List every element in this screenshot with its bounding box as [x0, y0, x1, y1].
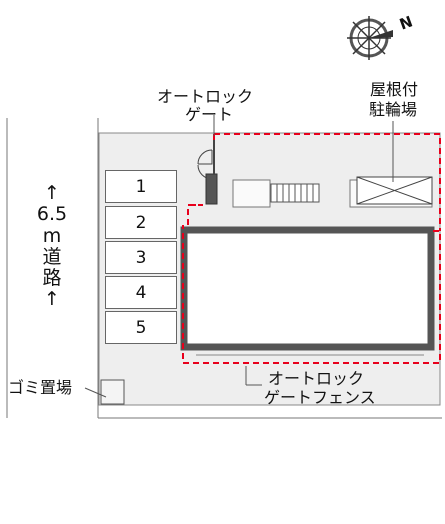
building [180, 226, 435, 351]
parking-space-2: 2 [105, 206, 177, 239]
auto-lock-gate [205, 173, 218, 205]
auto-lock-gate-label-1: オートロック [157, 87, 254, 106]
road-char-1: 道 [42, 245, 62, 268]
parking-space-5: 5 [105, 311, 177, 344]
stairs [270, 183, 320, 203]
entrance-step [232, 179, 271, 208]
road-width: 6.5 [36, 203, 68, 226]
garbage-leader-line [84, 387, 107, 398]
road-unit: m [42, 224, 62, 247]
fence-label-2: ゲートフェンス [264, 388, 376, 407]
bike-parking-shed [356, 176, 433, 205]
road-arrow-down-icon: ↑ [44, 288, 60, 311]
garbage-label: ゴミ置場 [8, 378, 73, 397]
bike-parking-label-2: 駐輪場 [369, 100, 418, 119]
parking-space-4: 4 [105, 276, 177, 309]
road-label: ↑ 6.5 m 道 路 ↑ [32, 182, 72, 311]
parking-space-3: 3 [105, 241, 177, 274]
fence-label-1: オートロック [268, 369, 365, 388]
garbage-area [100, 379, 125, 405]
road-char-2: 路 [42, 267, 62, 290]
bike-parking-label-1: 屋根付 [370, 80, 419, 99]
road-arrow-up-icon: ↑ [44, 182, 60, 204]
auto-lock-fence [182, 133, 441, 364]
compass-icon [347, 16, 393, 60]
auto-lock-gate-label-2: ゲート [185, 105, 234, 124]
parking-space-1: 1 [105, 170, 177, 203]
